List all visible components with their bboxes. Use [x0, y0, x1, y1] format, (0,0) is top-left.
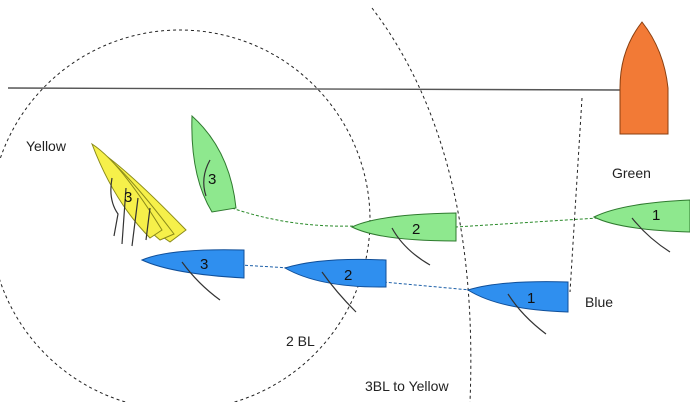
blue-boat-2-hull [283, 258, 387, 288]
green-boat-3-sail [203, 159, 211, 197]
green-boat-2-hull [350, 212, 457, 242]
yellow-label: Yellow [26, 138, 67, 154]
green-boat-2: 2 [350, 212, 457, 266]
two-bl-label: 2 BL [286, 333, 315, 349]
blue-boat-1-hull [466, 281, 569, 313]
green-boat-3: 3 [191, 114, 237, 213]
yellow-boat-front [90, 142, 163, 239]
blue-boat-1: 1 [466, 281, 569, 335]
green-boat-1-number: 1 [652, 207, 660, 224]
green-boat-1-hull [592, 199, 690, 233]
blue-boat-3-number: 3 [200, 256, 208, 273]
committee-boat [619, 21, 669, 135]
blue-boat-1-number: 1 [527, 290, 535, 307]
blue-boat-2-sail [321, 271, 357, 313]
three-bl-label: 3BL to Yellow [365, 378, 449, 394]
green-label: Green [612, 165, 651, 181]
blue-boat-2: 2 [283, 258, 387, 313]
blue-boat-3-sail [181, 261, 221, 301]
green-boat-3-number: 3 [208, 171, 216, 188]
yellow-boats: 3 [90, 142, 187, 247]
blue-boat-1-sail [507, 293, 547, 335]
blue-boat-3: 3 [140, 249, 245, 301]
course-line [7, 87, 621, 91]
three-boat-length-arc [371, 7, 472, 402]
mark-zone-line [569, 97, 583, 293]
blue-label: Blue [585, 294, 613, 310]
two-boat-length-circle [0, 29, 371, 402]
blue-boat-3-hull [140, 249, 245, 279]
green-boat-2-sail [391, 227, 431, 266]
green-boat-3-hull [191, 114, 237, 213]
green-boat-1: 1 [592, 199, 690, 253]
yellow-sails [110, 177, 151, 247]
green-boat-1-sail [631, 217, 671, 253]
blue-boat-2-number: 2 [344, 267, 352, 284]
green-boat-2-number: 2 [412, 221, 420, 238]
yellow-boat-number: 3 [124, 189, 132, 206]
